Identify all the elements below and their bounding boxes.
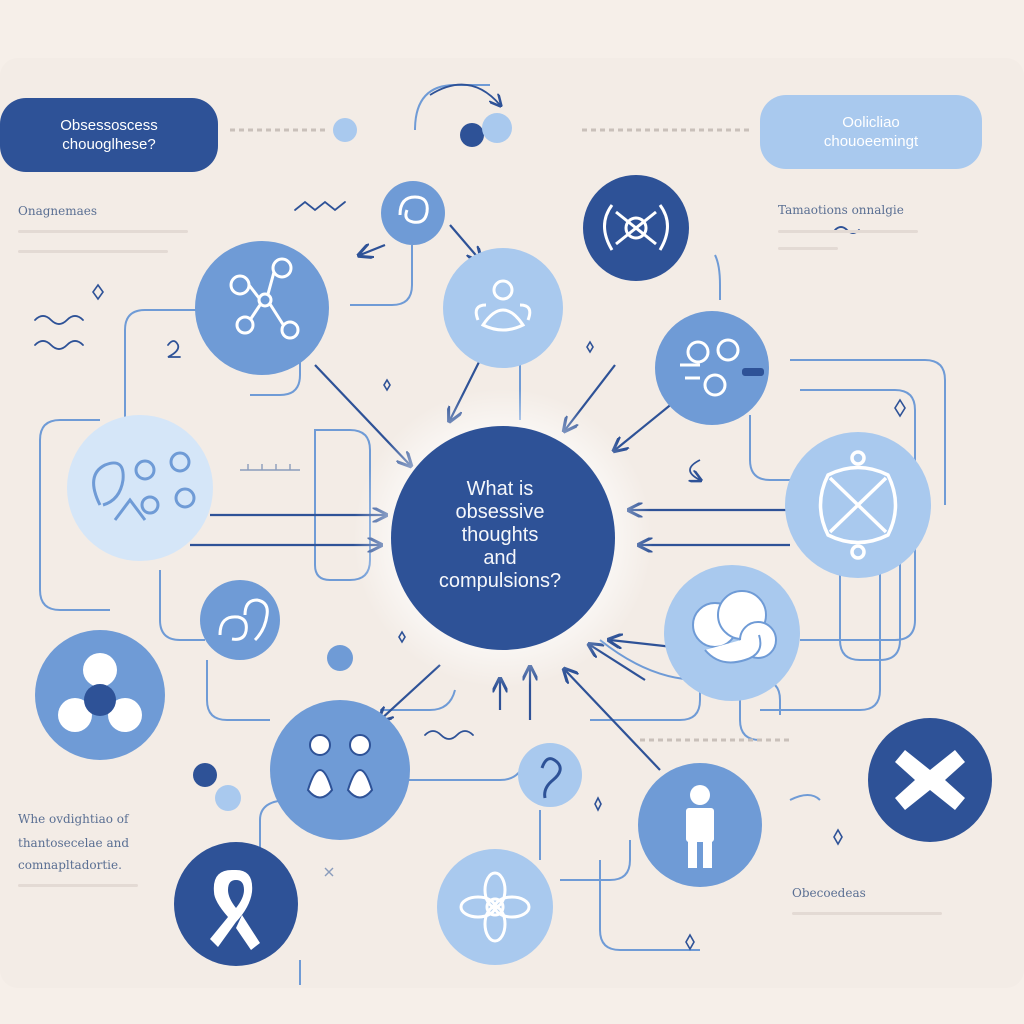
node-ear-hook	[518, 743, 582, 807]
knot-icon	[398, 195, 429, 224]
left-label-rule-2	[18, 250, 168, 253]
dot-bottom-left-light	[215, 785, 241, 811]
bottom-left-note-line2: thantosecelae and	[18, 836, 130, 850]
bottom-right-note: Obecoedeas	[792, 886, 866, 900]
top-loop-arrow	[429, 83, 500, 105]
side-loop-arrow	[690, 459, 700, 480]
node-meditation	[443, 248, 563, 368]
dot-top-light	[482, 113, 512, 143]
node-x-mark	[868, 718, 992, 842]
node-flower	[437, 849, 553, 965]
molecule-icon	[58, 653, 142, 732]
ribbon-icon	[210, 870, 260, 950]
node-person	[638, 763, 762, 887]
puzzle-cross-icon	[818, 450, 898, 560]
dot-bottom-left	[193, 763, 217, 787]
bottom-left-note-line1: Whe ovdightiao of	[18, 812, 129, 826]
node-ribbon	[174, 842, 298, 966]
ear-hook-icon	[540, 757, 562, 799]
right-label: Tamaotions onnalgie	[778, 203, 904, 217]
bottom-left-note-rule	[18, 884, 138, 887]
right-label-rule-1	[778, 230, 918, 233]
node-two-figures	[270, 700, 410, 840]
network-icon	[229, 257, 300, 340]
flexible-link-icon	[218, 598, 269, 642]
node-network	[195, 241, 329, 375]
links-icon	[680, 338, 740, 397]
dot-top	[333, 118, 357, 142]
node-molecule	[35, 630, 165, 760]
dot-mid-left	[327, 645, 353, 671]
node-cross-brain	[583, 175, 689, 281]
center-hub	[391, 426, 615, 650]
right-label-rule-2	[778, 247, 838, 250]
node-links	[655, 311, 769, 425]
top-left-pill-line2: chouoglhese?	[62, 136, 156, 153]
left-label-rule-1	[18, 230, 188, 233]
node-knot	[381, 181, 445, 245]
node-cloud-brain	[664, 565, 800, 701]
bottom-right-note-rule	[792, 912, 942, 915]
top-left-pill: Obsessoscess chouoglhese?	[0, 98, 218, 172]
two-figures-icon	[306, 734, 374, 799]
dot-top-dark	[460, 123, 484, 147]
flower-icon	[459, 871, 531, 943]
top-right-pill-line1: Oolicliao	[842, 114, 900, 131]
top-right-pill: Oolicliao chouoeemingt	[760, 95, 982, 169]
node-flexible-link	[200, 580, 280, 660]
loop-node-icon	[92, 451, 196, 521]
person-icon	[686, 785, 714, 868]
node-loop	[67, 415, 213, 561]
meditation-icon	[474, 279, 532, 332]
top-right-pill-line2: chouoeemingt	[823, 133, 919, 150]
left-label: Onagnemaes	[18, 204, 98, 218]
sparkles	[92, 283, 906, 951]
x-mark-icon	[895, 750, 965, 810]
cloud-brain-icon	[692, 590, 777, 664]
top-left-pill-line1: Obsessoscess	[60, 117, 158, 134]
dashed-separators	[230, 128, 790, 742]
node-puzzle-cross	[785, 432, 931, 578]
cross-brain-icon	[603, 204, 669, 251]
bottom-left-note-line3: comnapltadortie.	[18, 858, 122, 872]
small-marks	[240, 464, 334, 877]
